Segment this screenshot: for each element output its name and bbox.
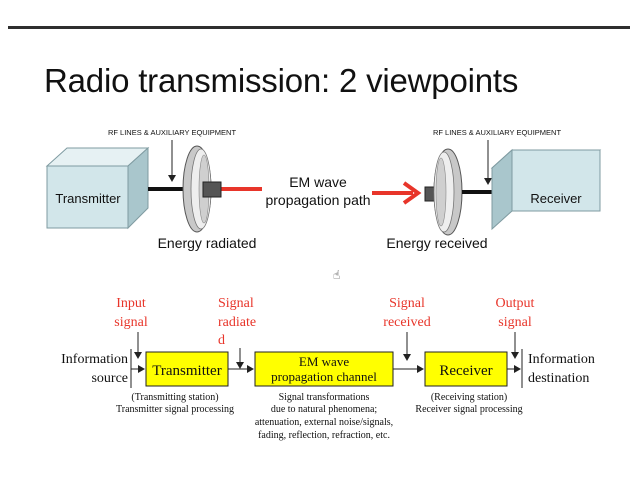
svg-text:Signal: Signal <box>218 296 254 311</box>
input-signal-label: Input signal <box>114 296 148 330</box>
slide-title: Radio transmission: 2 viewpoints <box>44 62 519 99</box>
receiver-box: Receiver <box>424 351 508 387</box>
svg-text:(Receiving station): (Receiving station) <box>431 392 507 403</box>
svg-text:Receiver signal processing: Receiver signal processing <box>415 404 522 415</box>
top-rule <box>8 26 630 29</box>
svg-text:Transmitter signal processing: Transmitter signal processing <box>116 404 234 415</box>
svg-text:Information: Information <box>61 352 128 367</box>
hand-cursor-icon: ☝ <box>333 268 341 282</box>
svg-text:due to natural phenomena;: due to natural phenomena; <box>271 404 378 415</box>
channel-caption: Signal transformations due to natural ph… <box>255 392 393 441</box>
transmitter-box: Transmitter <box>145 351 229 387</box>
rx-antenna-dish-icon <box>424 148 463 236</box>
transmitter-cube: Transmitter <box>45 146 150 230</box>
svg-text:destination: destination <box>528 371 589 386</box>
svg-text:radiate: radiate <box>218 315 256 330</box>
channel-box-line2: propagation channel <box>271 369 377 384</box>
receiver-label: Receiver <box>530 191 582 206</box>
signal-radiated-label: Signal radiate d <box>218 296 256 348</box>
energy-received-label: Energy received <box>386 235 487 251</box>
svg-text:fading, reflection, refraction: fading, reflection, refraction, etc. <box>258 430 390 441</box>
svg-text:Signal transformations: Signal transformations <box>279 392 370 403</box>
em-wave-line2: propagation path <box>265 192 370 208</box>
rf-label-left: RF LINES & AUXILIARY EQUIPMENT <box>108 128 237 137</box>
em-wave-line1: EM wave <box>289 174 347 190</box>
signal-received-label: Signal received <box>383 296 430 330</box>
information-source-label: Information source <box>61 352 128 386</box>
svg-text:signal: signal <box>498 315 532 330</box>
svg-text:(Transmitting station): (Transmitting station) <box>131 392 218 403</box>
information-destination-label: Information destination <box>528 352 595 386</box>
rf-label-right: RF LINES & AUXILIARY EQUIPMENT <box>433 128 562 137</box>
rx-caption: (Receiving station) Receiver signal proc… <box>415 392 522 415</box>
svg-text:Input: Input <box>116 296 146 311</box>
output-signal-label: Output signal <box>496 296 535 330</box>
received-energy-arrow <box>372 181 422 205</box>
svg-text:d: d <box>218 333 225 348</box>
svg-text:received: received <box>383 315 430 330</box>
svg-text:signal: signal <box>114 315 148 330</box>
transmitter-box-label: Transmitter <box>152 363 221 379</box>
svg-text:Output: Output <box>496 296 535 311</box>
svg-text:Signal: Signal <box>389 296 425 311</box>
channel-box: EM wave propagation channel <box>254 351 394 387</box>
energy-radiated-label: Energy radiated <box>158 235 257 251</box>
receiver-box-label: Receiver <box>439 363 492 379</box>
svg-text:attenuation, external noise/si: attenuation, external noise/signals, <box>255 417 393 428</box>
channel-box-line1: EM wave <box>299 354 349 369</box>
tx-antenna-dish-icon <box>182 145 222 233</box>
receiver-cube: Receiver <box>490 148 602 231</box>
svg-text:Information: Information <box>528 352 595 367</box>
svg-text:source: source <box>91 371 128 386</box>
tx-caption: (Transmitting station) Transmitter signa… <box>116 392 234 415</box>
transmitter-label: Transmitter <box>55 191 121 206</box>
